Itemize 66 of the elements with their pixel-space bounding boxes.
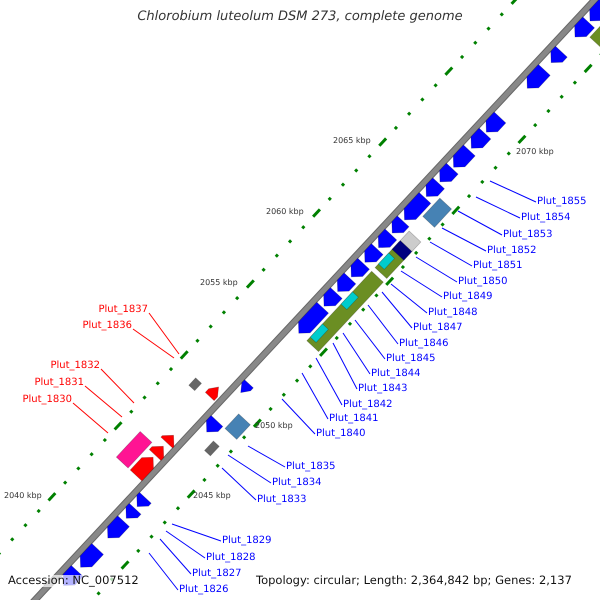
leader-line — [148, 552, 178, 590]
gene-label: Plut_1855 — [537, 197, 587, 207]
leader-line — [222, 468, 256, 500]
gene-label: Plut_1827 — [192, 569, 242, 579]
scale-label: 2070 kbp — [516, 148, 554, 156]
title: Chlorobium luteolum DSM 273, complete genome — [136, 10, 464, 23]
gene-label: Plut_1835 — [286, 462, 336, 472]
leader-line — [248, 446, 286, 468]
leader-line — [132, 328, 174, 358]
leader-line — [342, 332, 370, 374]
leader-line — [354, 320, 386, 360]
leader-line — [382, 292, 412, 328]
gene-label: Plut_1840 — [316, 429, 366, 439]
leader-line — [476, 196, 520, 218]
leader-line — [368, 304, 398, 344]
gene-label: Plut_1826 — [179, 585, 229, 595]
gene-label: Plut_1846 — [399, 339, 449, 349]
gene-label: Plut_1841 — [329, 414, 379, 424]
leader-line — [332, 342, 358, 390]
scale-label: 2065 kbp — [333, 137, 371, 145]
leader-line — [458, 210, 502, 236]
leader-line — [302, 372, 328, 420]
gene-label: Plut_1842 — [343, 400, 393, 410]
leader-line — [84, 386, 122, 418]
leader-line — [430, 242, 472, 266]
gene-label: Plut_1845 — [386, 354, 436, 364]
gene-label: Plut_1836 — [82, 321, 132, 331]
leader-line — [72, 402, 108, 434]
leader-line — [148, 312, 180, 354]
leader-line — [316, 358, 342, 406]
gene-label: Plut_1852 — [487, 246, 537, 256]
gene-label: Plut_1854 — [521, 213, 571, 223]
scale-label: 2040 kbp — [4, 492, 42, 500]
gene-label: Plut_1832 — [50, 361, 100, 371]
leader-line — [390, 284, 428, 314]
leader-line — [442, 228, 486, 252]
leader-line — [228, 454, 272, 484]
leader-line — [282, 398, 316, 434]
gene-label: Plut_1847 — [413, 323, 463, 333]
gene-label: Plut_1849 — [443, 292, 493, 302]
leader-line — [100, 368, 134, 404]
scale-label: 2055 kbp — [200, 279, 238, 287]
gene-label: Plut_1848 — [428, 308, 478, 318]
gene-label: Plut_1833 — [257, 495, 307, 505]
footer-text: Topology: circular; Length: 2,364,842 bp; Genes: 2,137 — [256, 575, 572, 586]
gene-label: Plut_1830 — [22, 395, 72, 405]
gene-label: Plut_1837 — [98, 305, 148, 315]
leader-line — [490, 180, 536, 202]
leader-line — [160, 538, 192, 574]
scale-label: 2060 kbp — [266, 208, 304, 216]
gene-label: Plut_1853 — [503, 230, 553, 240]
gene-label: Plut_1851 — [473, 261, 523, 271]
gene-label: Plut_1831 — [34, 378, 84, 388]
scale-label: 2050 kbp — [255, 422, 293, 430]
gene-label: Plut_1829 — [222, 536, 272, 546]
gene-label: Plut_1850 — [458, 277, 508, 287]
scale-label: 2045 kbp — [193, 492, 231, 500]
gene-label: Plut_1844 — [371, 369, 421, 379]
leader-line — [166, 530, 206, 558]
leader-line — [172, 524, 222, 542]
leader-line — [400, 270, 442, 298]
gene-label: Plut_1834 — [272, 478, 322, 488]
leader-line — [416, 256, 458, 282]
gene-label: Plut_1828 — [206, 553, 256, 563]
gene-label: Plut_1843 — [358, 384, 408, 394]
footer-text: Accession: NC_007512 — [8, 575, 139, 586]
